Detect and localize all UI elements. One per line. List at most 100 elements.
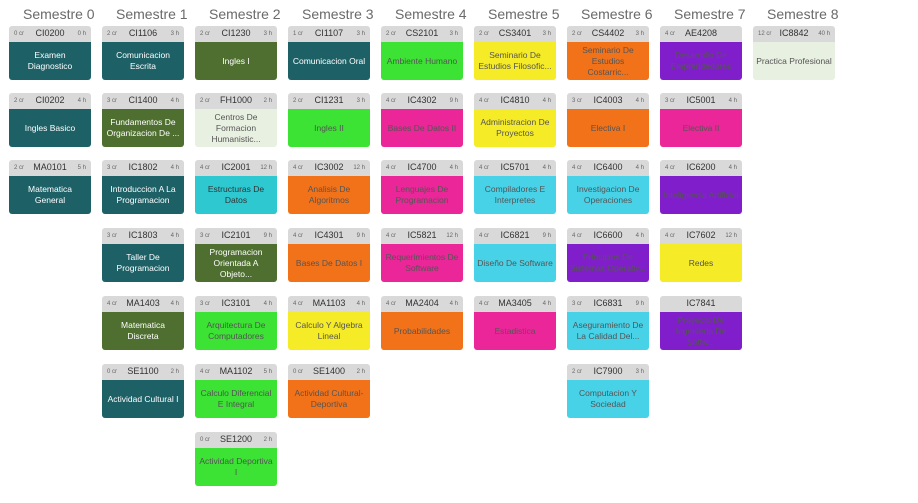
course-code: IC3101 [221, 298, 251, 308]
course-credits: 4 cr [386, 98, 397, 104]
course-code: IC6400 [593, 162, 623, 172]
highlight-mark [567, 42, 649, 80]
course-name: Compiladores E Interpretes [484, 184, 546, 205]
course-name: Diseño De Software [477, 257, 553, 268]
highlight-mark [288, 109, 370, 147]
highlight-mark [474, 244, 556, 282]
course-card-body: Bases De Datos II [381, 109, 463, 147]
course-hours: 2 h [170, 369, 179, 375]
course-credits: 2 cr [572, 31, 583, 37]
course-code: IC6831 [593, 298, 623, 308]
course-card-body: Proyecto De Ingenieria De Softw... [660, 312, 742, 350]
course-credits: 4 cr [200, 165, 211, 171]
course-hours: 2 h [263, 437, 272, 443]
course-card-body: Ingles II [288, 109, 370, 147]
course-card-body: Actividad Cultural-Deportiva [288, 380, 370, 418]
course-credits: 4 cr [386, 165, 397, 171]
course-name: Ingles II [314, 122, 344, 133]
course-credits: 4 cr [200, 369, 211, 375]
highlight-mark [567, 109, 649, 147]
highlight-mark [660, 109, 742, 147]
course-code: MA3405 [498, 298, 532, 308]
course-credits: 4 cr [665, 165, 676, 171]
semester-title: Semestre 0 [23, 6, 95, 22]
semester-title: Semestre 5 [488, 6, 560, 22]
course-name: Comunicacion Oral [292, 55, 366, 66]
course-code: IC6200 [686, 162, 716, 172]
course-hours: 4 h [449, 165, 458, 171]
highlight-mark [474, 312, 556, 350]
highlight-mark [474, 109, 556, 147]
course-name: Actividad Deportiva I [199, 456, 273, 477]
course-card-body: Practica Profesional [753, 42, 835, 80]
course-credits: 2 cr [200, 98, 211, 104]
course-name: Seminario De Estudios Filosofic... [478, 50, 552, 71]
course-credits: 0 cr [293, 369, 304, 375]
course-credits: 3 cr [572, 98, 583, 104]
highlight-mark [381, 176, 463, 214]
course-credits: 4 cr [479, 98, 490, 104]
course-hours: 4 h [170, 165, 179, 171]
course-credits: 4 cr [293, 233, 304, 239]
course-name: Practica Profesional [756, 55, 832, 66]
highlight-mark [381, 42, 463, 80]
course-credits: 4 cr [293, 301, 304, 307]
course-code: FH1000 [219, 95, 253, 105]
course-code: MA2404 [405, 298, 439, 308]
course-name: Redes [688, 257, 714, 268]
course-name: Taller De Programacion [116, 252, 170, 273]
